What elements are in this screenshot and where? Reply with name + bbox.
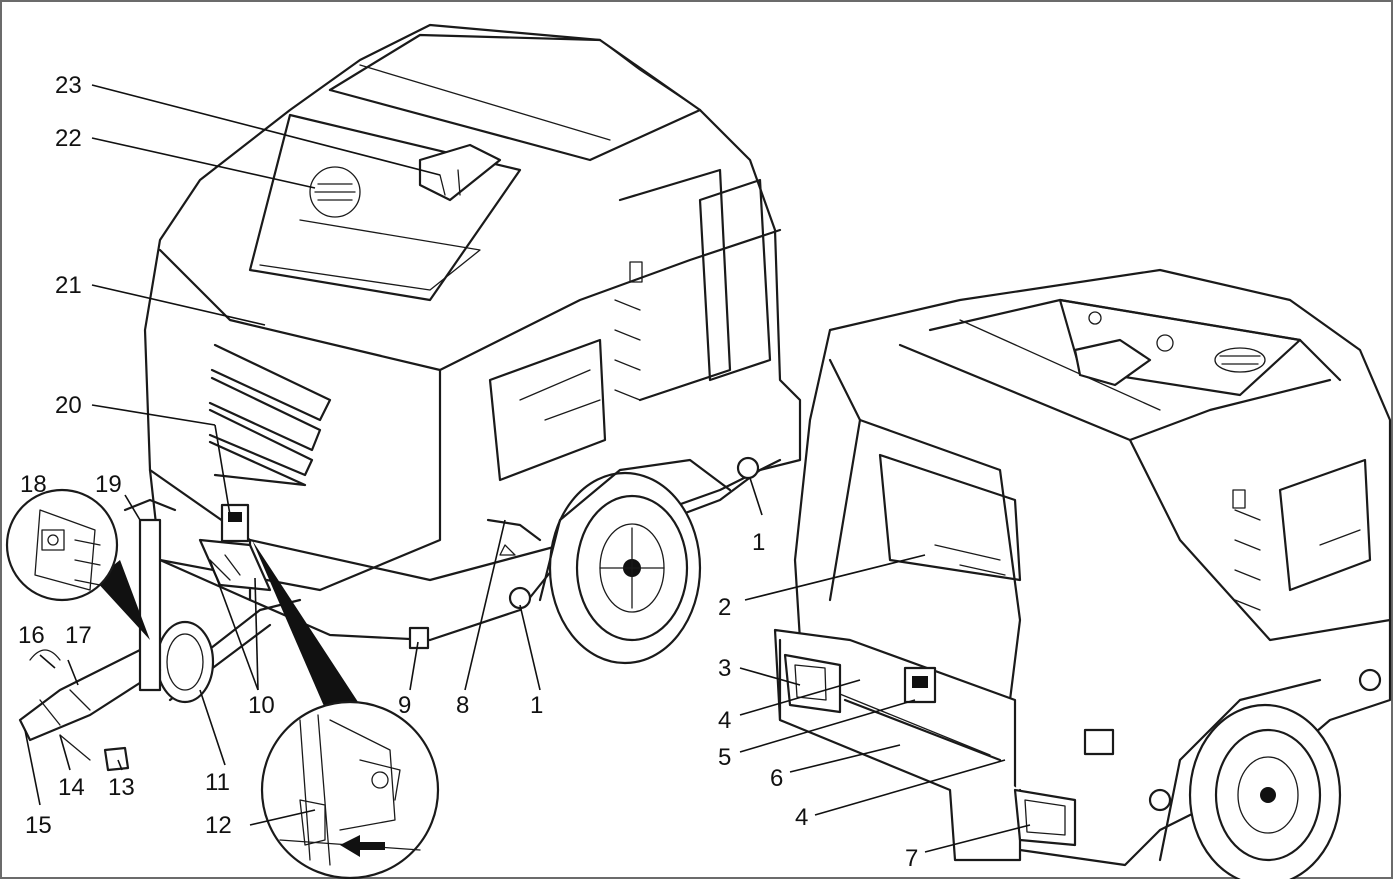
left-unit-drawing: [5, 23, 802, 879]
callout-9: 9: [398, 692, 411, 719]
callout-8: 8: [456, 692, 469, 719]
callout-16: 16: [18, 622, 45, 649]
callout-19: 19: [95, 471, 122, 498]
callout-4a: 4: [718, 707, 731, 734]
callout-1a: 1: [752, 529, 765, 556]
callout-10: 10: [248, 692, 275, 719]
callout-4b: 4: [795, 804, 808, 831]
callout-6: 6: [770, 765, 783, 792]
callout-22: 22: [55, 125, 82, 152]
callout-13: 13: [108, 774, 135, 801]
callout-labels: 23 22 21 20 18 19 16 17 10 9 8 1 1 11 14…: [18, 72, 918, 872]
right-unit-drawing: [773, 268, 1392, 879]
callout-7: 7: [905, 845, 918, 872]
callout-11: 11: [205, 769, 230, 796]
callout-20: 20: [55, 392, 82, 419]
callout-15: 15: [25, 812, 52, 839]
leader-lines: [24, 84, 1031, 853]
callout-17: 17: [65, 622, 92, 649]
callout-5: 5: [718, 744, 731, 771]
callout-2: 2: [718, 594, 731, 621]
callout-12: 12: [205, 812, 232, 839]
callout-18: 18: [20, 471, 47, 498]
callout-23: 23: [55, 72, 82, 99]
callout-14: 14: [58, 774, 85, 801]
callout-21: 21: [55, 272, 82, 299]
callout-1b: 1: [530, 692, 543, 719]
callout-3: 3: [718, 655, 731, 682]
